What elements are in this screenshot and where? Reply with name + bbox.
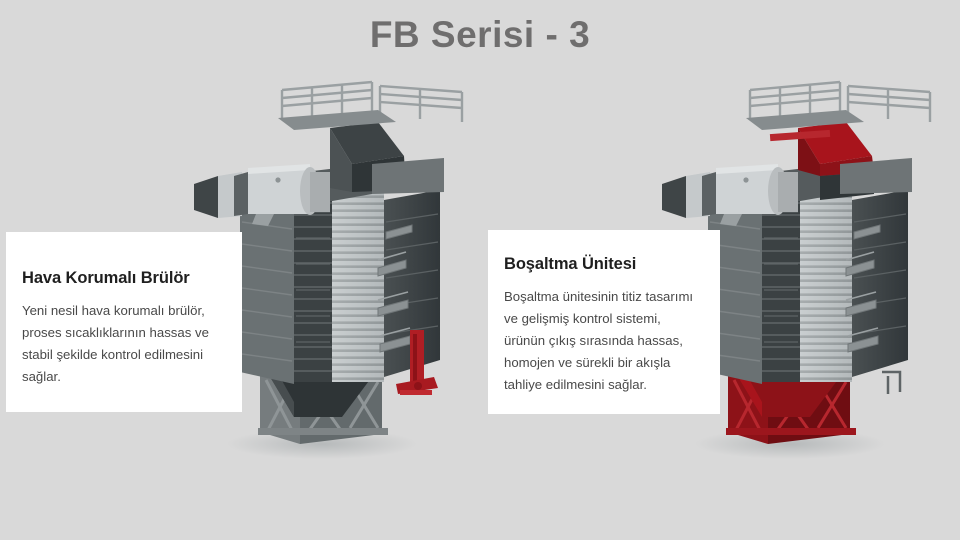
discharge-piping [882, 370, 902, 394]
machine-render-right [650, 72, 950, 472]
roof-deck [372, 158, 444, 194]
tower-right-wall [852, 190, 908, 377]
stair-rails [845, 251, 879, 337]
catwalk-platform [278, 110, 396, 130]
roof-cowl [330, 122, 404, 164]
tower-left-wall [708, 190, 762, 384]
ground-shadow [227, 429, 417, 459]
burner-assembly [194, 164, 330, 226]
top-handrail [280, 80, 464, 122]
service-stairs [377, 224, 413, 353]
top-handrail [748, 80, 932, 122]
card-burner-body: Yeni nesil hava korumalı brülör, proses … [22, 303, 209, 384]
roof-deck [840, 158, 912, 194]
grain-dryer-illustration-left [194, 80, 464, 459]
info-card-burner: Hava Korumalı Brülör Yeni nesil hava kor… [6, 232, 242, 412]
card-discharge-body: Boşaltma ünitesinin titiz tasarımı ve ge… [504, 289, 694, 392]
page-title: FB Serisi - 3 [369, 14, 591, 55]
stair-rails [377, 251, 411, 337]
tower-left-wall [240, 190, 294, 384]
catwalk-platform [746, 110, 864, 130]
ground-shadow [695, 429, 885, 459]
highlighted-part-burner [396, 330, 438, 395]
tower-slat-column [762, 192, 800, 382]
info-card-discharge: Boşaltma Ünitesi Boşaltma ünitesinin tit… [488, 230, 720, 414]
machine-render-left [182, 72, 482, 472]
burner-assembly [662, 164, 798, 226]
card-discharge-heading: Boşaltma Ünitesi [504, 255, 637, 273]
tower-slat-column [294, 192, 332, 382]
grain-dryer-illustration-right [662, 80, 932, 459]
service-stairs [845, 224, 881, 353]
card-burner-heading: Hava Korumalı Brülör [22, 269, 190, 287]
tower-right-wall [384, 190, 440, 377]
